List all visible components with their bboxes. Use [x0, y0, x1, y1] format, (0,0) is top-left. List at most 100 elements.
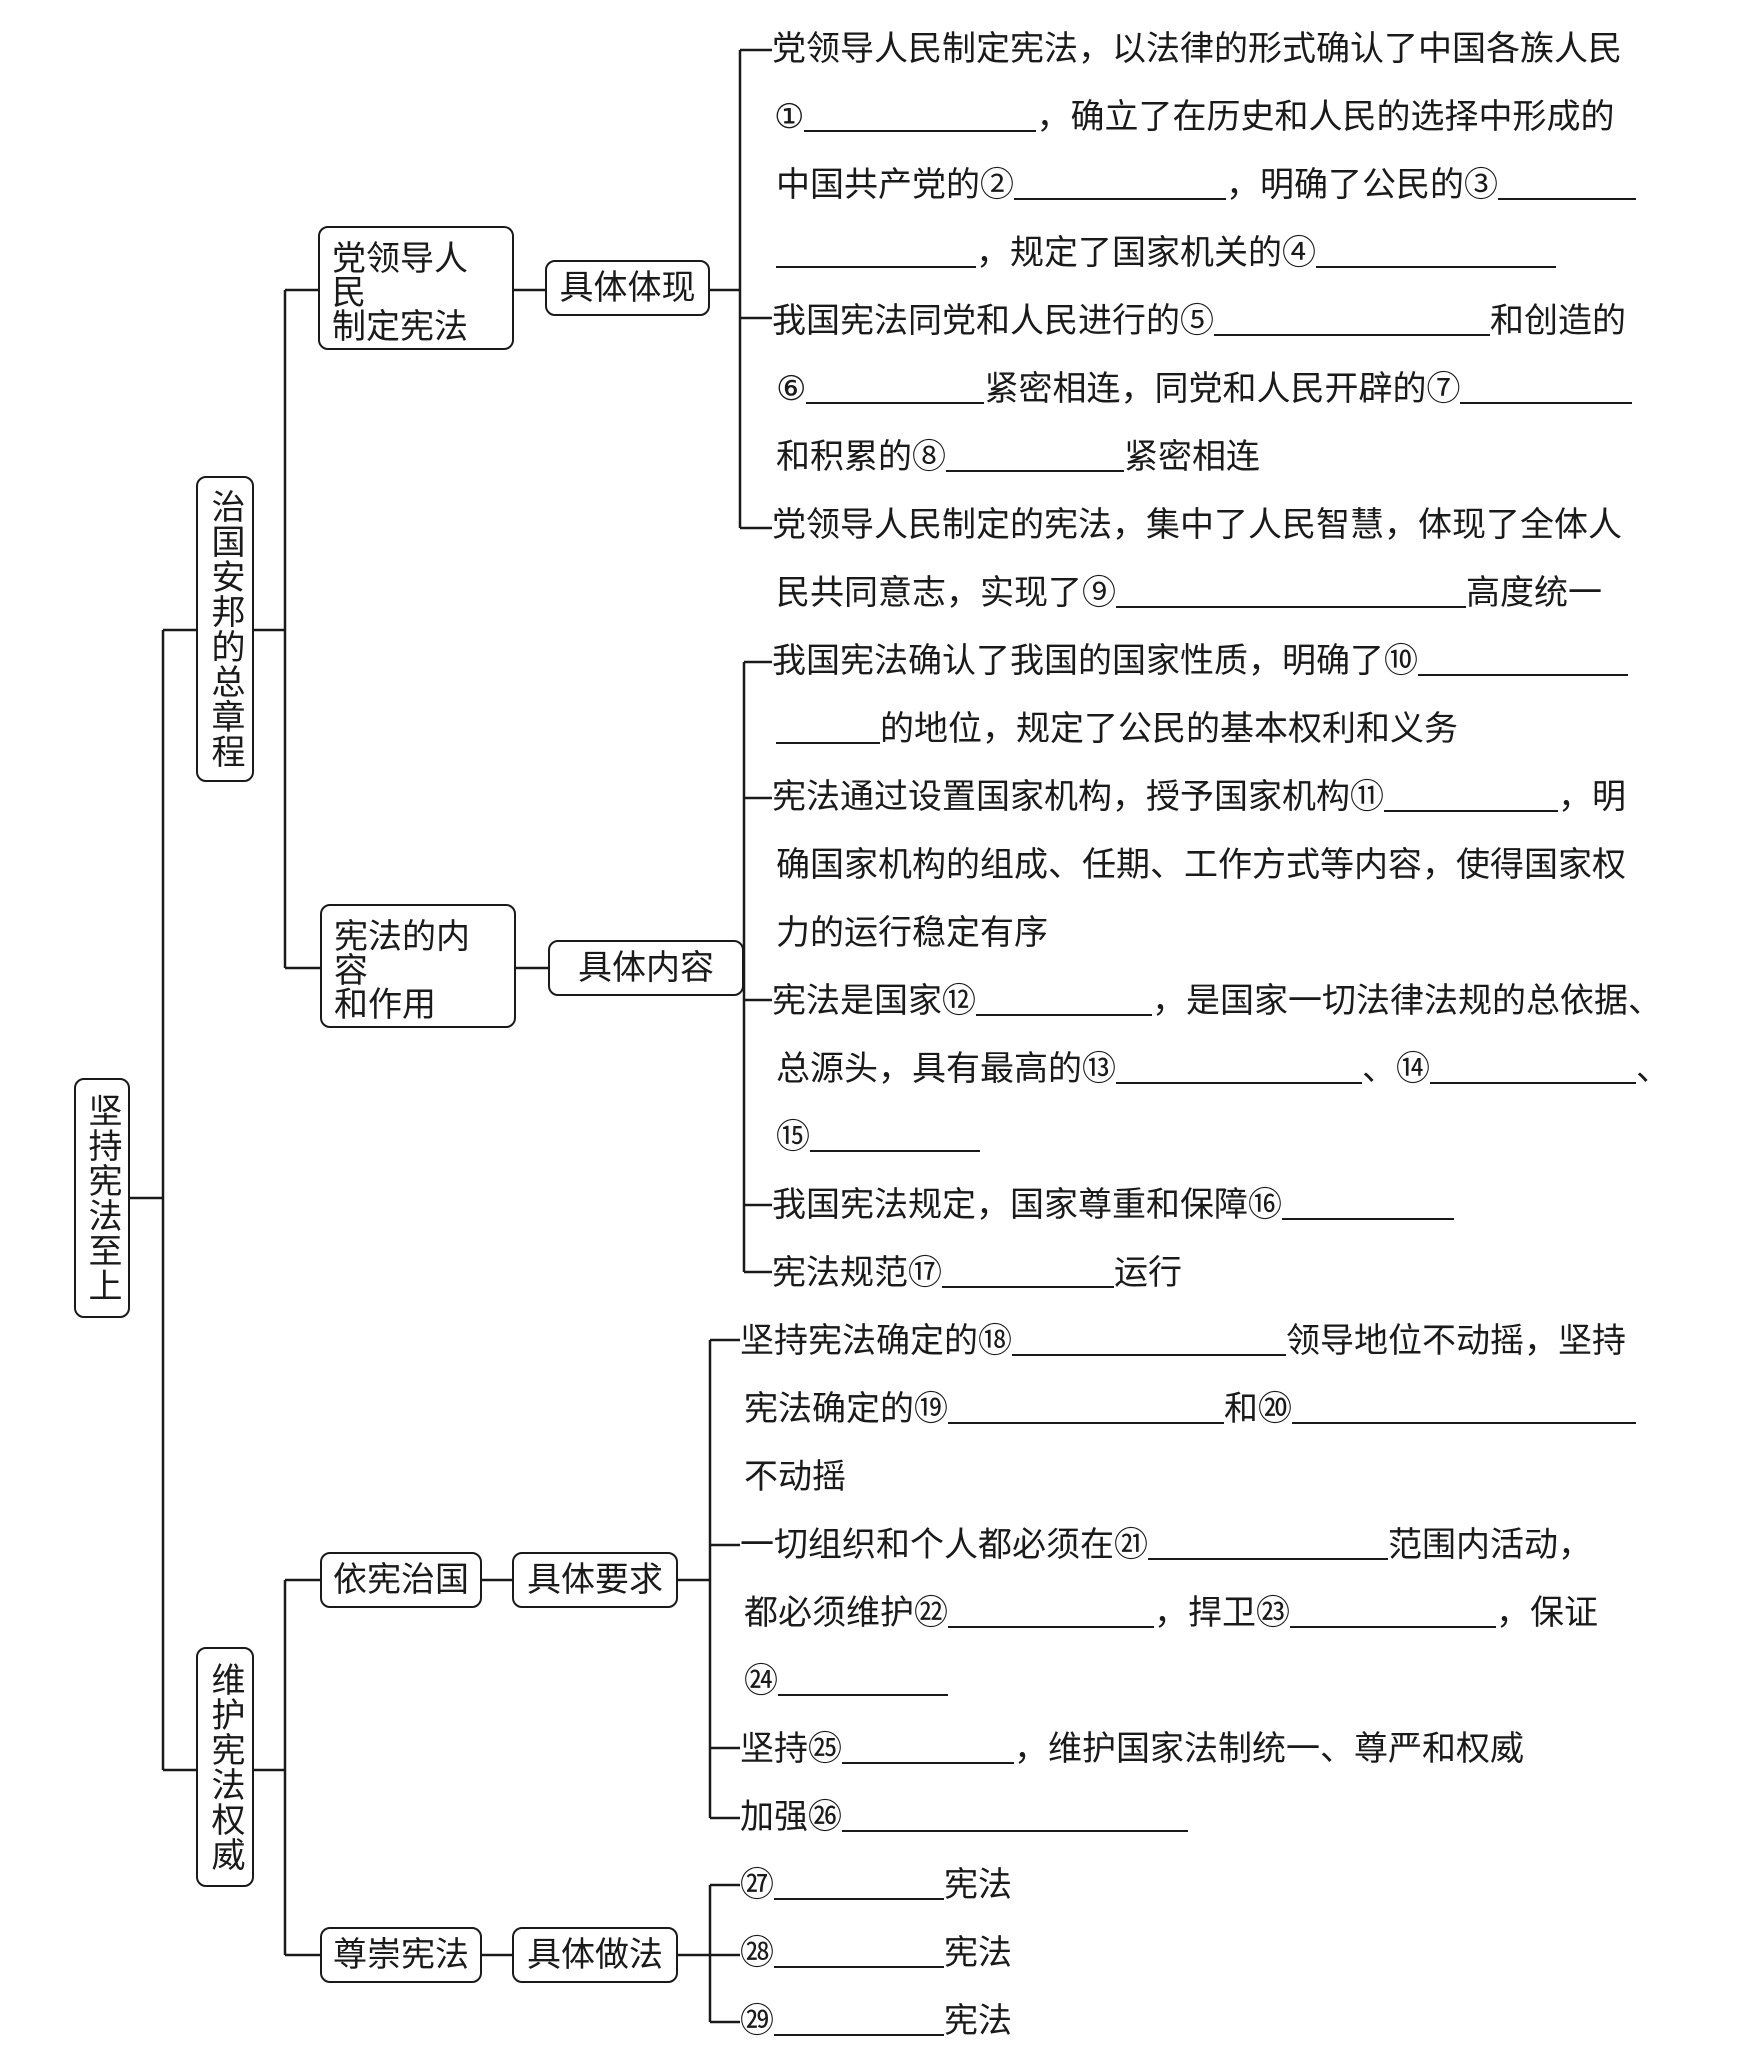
answer-blank[interactable] [1460, 372, 1633, 404]
answer-blank[interactable] [1148, 1528, 1388, 1560]
item-text-fragment: ，保证 [1496, 1593, 1598, 1633]
answer-blank[interactable] [1430, 1052, 1636, 1084]
item-text-fragment: ㉙ [740, 2001, 774, 2041]
answer-blank[interactable] [776, 236, 976, 268]
item-text-fragment: 坚持宪法确定的⑱ [740, 1321, 1012, 1361]
item-text-fragment: 我国宪法确认了我国的国家性质，明确了⑩ [772, 641, 1418, 681]
answer-blank[interactable] [1012, 1324, 1286, 1356]
answer-blank[interactable] [842, 1732, 1014, 1764]
item-text-fragment: ，维护国家法制统一、尊严和权威 [1014, 1729, 1524, 1769]
detail-node-1: 具体体现 [545, 260, 710, 316]
detail-node-4: 具体做法 [512, 1927, 678, 1983]
item-text: 坚持㉕ ，维护国家法制统一、尊严和权威 [740, 1732, 1524, 1766]
answer-blank[interactable] [976, 984, 1152, 1016]
item-text: 的地位，规定了公民的基本权利和义务 [776, 712, 1458, 746]
item-text: ㉔ [744, 1664, 948, 1698]
item-text-fragment: ，确立了在历史和人民的选择中形成的 [1036, 97, 1615, 137]
item-text-fragment: 宪法确定的⑲ [744, 1389, 948, 1429]
answer-blank[interactable] [1214, 304, 1490, 336]
blank-number: ① [774, 97, 805, 137]
item-text: ⑥ 紧密相连，同党和人民开辟的⑦ [776, 369, 1633, 409]
item-text: 力的运行稳定有序 [776, 913, 1048, 953]
answer-blank[interactable] [778, 1664, 948, 1696]
answer-blank[interactable] [774, 2004, 944, 2036]
item-text-fragment: 民共同意志，实现了⑨ [776, 573, 1116, 613]
answer-blank[interactable] [774, 1868, 944, 1900]
item-text: 总源头，具有最高的⑬、⑭、 [776, 1052, 1670, 1086]
answer-blank[interactable] [1384, 780, 1558, 812]
item-text-fragment: 宪法 [944, 1865, 1012, 1905]
item-text: 党领导人民制定的宪法，集中了人民智慧，体现了全体人 [772, 505, 1622, 545]
answer-blank[interactable] [776, 712, 880, 744]
answer-blank[interactable] [1418, 644, 1628, 676]
connector-detail-4 [676, 1883, 740, 2024]
connector-detail-2 [742, 660, 772, 1274]
item-text: 宪法通过设置国家机构，授予国家机构⑪，明 [772, 780, 1626, 814]
item-text-fragment: 加强㉖ [740, 1797, 842, 1837]
branch-label-1: 治国安邦的总章程 [205, 489, 245, 769]
item-text: 民共同意志，实现了⑨ 高度统一 [776, 576, 1602, 610]
root-node: 坚持宪法至上 [74, 1078, 130, 1318]
answer-blank[interactable] [806, 372, 985, 404]
item-text-fragment: 范围内活动， [1388, 1525, 1592, 1565]
branch-node-1: 治国安邦的总章程 [196, 476, 254, 782]
item-text: 加强㉖ [740, 1800, 1188, 1834]
sub-label-1b: 制定宪法 [332, 307, 468, 347]
item-text-fragment: 宪法是国家⑫ [772, 981, 976, 1021]
answer-blank[interactable] [942, 1256, 1114, 1288]
answer-blank[interactable] [1316, 236, 1556, 268]
connector-branch-2 [252, 1578, 320, 1957]
item-text-fragment: 紧密相连，同党和人民开辟的⑦ [984, 369, 1461, 409]
item-text: ⑮ [776, 1120, 980, 1154]
answer-blank[interactable] [842, 1800, 1188, 1832]
connector-branch-1 [252, 288, 320, 970]
item-text-fragment: 宪法通过设置国家机构，授予国家机构⑪ [772, 777, 1384, 817]
detail-label-3: 具体要求 [527, 1560, 663, 1600]
answer-blank[interactable] [1116, 1052, 1362, 1084]
answer-blank[interactable] [1282, 1188, 1454, 1220]
answer-blank[interactable] [948, 1392, 1224, 1424]
item-text-fragment: ，规定了国家机关的④ [976, 233, 1316, 273]
answer-blank[interactable] [1498, 168, 1636, 200]
sub-label-3: 依宪治国 [333, 1560, 469, 1600]
answer-blank[interactable] [774, 1936, 944, 1968]
sub-node-4: 尊崇宪法 [320, 1927, 482, 1983]
item-text: 党领导人民制定宪法，以法律的形式确认了中国各族人民 [772, 29, 1622, 69]
item-text: ，规定了国家机关的④ [776, 236, 1556, 270]
item-text-fragment: 都必须维护㉒ [744, 1593, 948, 1633]
answer-blank[interactable] [946, 440, 1124, 472]
sub-label-1a: 党领导人民 [332, 239, 468, 313]
item-text-fragment: 坚持㉕ [740, 1729, 842, 1769]
item-text-fragment: 总源头，具有最高的⑬ [776, 1049, 1116, 1089]
item-text-fragment: 、 [1636, 1049, 1670, 1089]
item-text: 我国宪法规定，国家尊重和保障⑯ [772, 1188, 1454, 1222]
answer-blank[interactable] [948, 1596, 1154, 1628]
sub-node-1: 党领导人民 制定宪法 [318, 226, 514, 350]
item-text-fragment: ㉗ [740, 1865, 774, 1905]
sub-label-2b: 和作用 [334, 985, 436, 1025]
connector-detail-1 [708, 48, 772, 530]
answer-blank[interactable] [810, 1120, 980, 1152]
answer-blank[interactable] [1290, 1596, 1496, 1628]
item-text: ① ，确立了在历史和人民的选择中形成的 [774, 100, 1614, 134]
connector-detail-3 [676, 1338, 740, 1820]
item-text-fragment: 中国共产党的② [776, 165, 1014, 205]
answer-blank[interactable] [1116, 576, 1466, 608]
answer-blank[interactable] [1014, 168, 1226, 200]
item-text-fragment: ，捍卫㉓ [1154, 1593, 1290, 1633]
item-text-fragment: 紧密相连 [1124, 437, 1260, 477]
item-text: 中国共产党的②，明确了公民的③ [776, 168, 1636, 202]
item-text-fragment: ⑥ [776, 369, 807, 409]
answer-blank[interactable] [804, 100, 1037, 132]
item-text-fragment: 的地位，规定了公民的基本权利和义务 [880, 709, 1458, 749]
item-text-fragment: ㉔ [744, 1661, 778, 1701]
answer-blank[interactable] [1292, 1392, 1636, 1424]
item-text-fragment: 高度统一 [1466, 573, 1602, 613]
